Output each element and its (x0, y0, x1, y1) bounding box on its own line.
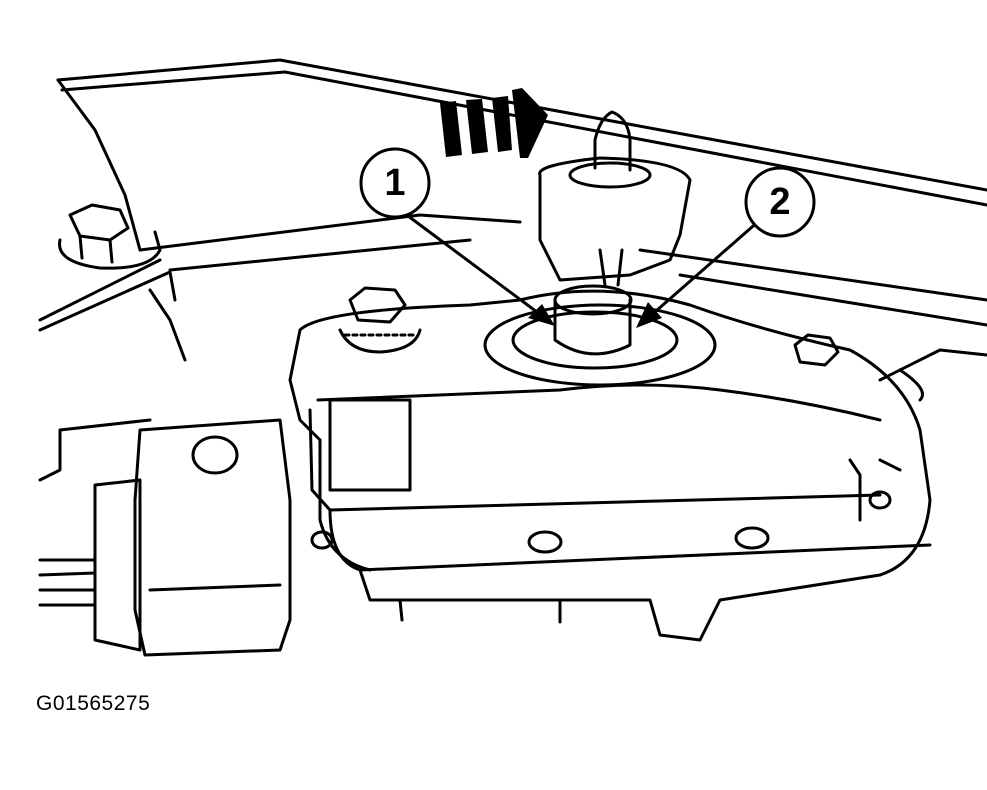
callout-2-label: 2 (769, 181, 790, 223)
hex-nut-housing-right (793, 333, 840, 367)
figure-id-label: G01565275 (36, 692, 151, 715)
removal-tool (538, 110, 692, 287)
forward-arrow-icon (440, 88, 548, 158)
hex-nut-upper-left (58, 203, 162, 270)
shaft-collar (483, 284, 717, 387)
hex-nut-housing-left (338, 286, 422, 354)
callout-1-label: 1 (384, 162, 405, 204)
callout-2-circle (744, 166, 816, 238)
callout-1-circle (359, 147, 431, 219)
callout-2: 2 (636, 166, 816, 328)
background-frame (38, 58, 987, 482)
callout-1: 1 (359, 147, 555, 326)
wire-connector (38, 418, 292, 657)
bolt-holes (310, 490, 892, 554)
